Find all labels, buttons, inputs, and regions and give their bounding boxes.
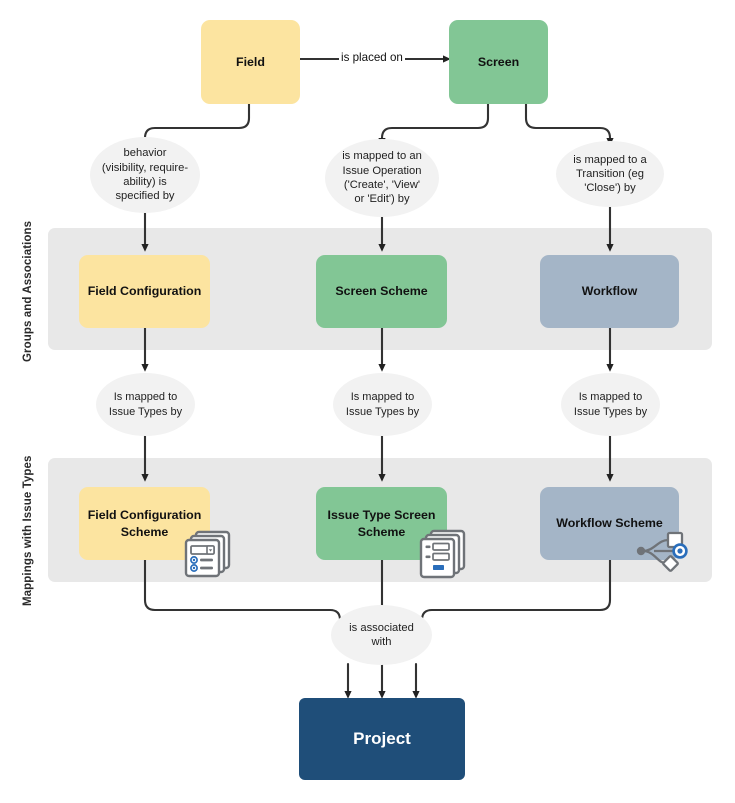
- ellipse-mapped-3-line-1: Is mapped to: [578, 391, 643, 404]
- ellipse-mapped-to-issue-types-3: Is mapped to Issue Types by: [561, 373, 660, 436]
- workflow-nodes-icon: [636, 531, 688, 572]
- edge-screen-to-issue-operation: [378, 101, 490, 146]
- node-field-configuration-scheme[interactable]: Field Configuration Scheme: [79, 487, 210, 560]
- edge-screen-to-transition: [524, 101, 614, 146]
- ellipse-issue-operation-line-4: or 'Edit') by: [354, 193, 410, 206]
- band-label-mappings-with-issue-types: Mappings with Issue Types: [22, 455, 34, 606]
- ellipse-mapped-2-line-1: Is mapped to: [350, 391, 415, 404]
- ellipse-behavior-line-2: (visibility, require-: [101, 161, 189, 174]
- stacked-screen-icon: [419, 529, 466, 579]
- ellipse-issue-operation-line-1: is mapped to an: [342, 150, 422, 163]
- ellipse-behavior-line-1: behavior: [123, 147, 167, 160]
- ellipse-is-associated-with: is associated with: [331, 605, 432, 665]
- ellipse-issue-operation: is mapped to an Issue Operation ('Create…: [325, 139, 439, 217]
- ellipse-mapped-3-line-2: Issue Types by: [573, 405, 648, 418]
- node-screen-scheme[interactable]: Screen Scheme: [316, 255, 447, 328]
- stacked-form-icon: [184, 530, 231, 578]
- ellipse-mapped-to-issue-types-1: Is mapped to Issue Types by: [96, 373, 195, 436]
- ellipse-behavior-line-4: specified by: [115, 190, 175, 203]
- ellipse-associated-line-1: is associated: [349, 621, 414, 634]
- ellipse-issue-operation-line-2: Issue Operation: [342, 164, 422, 177]
- ellipse-mapped-to-issue-types-2: Is mapped to Issue Types by: [333, 373, 432, 436]
- ellipse-transition-line-3: 'Close') by: [584, 182, 636, 195]
- edge-field-to-behavior: [141, 101, 251, 146]
- ellipse-associated-line-2: with: [371, 636, 392, 648]
- ellipse-issue-operation-line-3: ('Create', 'View': [343, 179, 421, 191]
- ellipse-mapped-1-line-1: Is mapped to: [113, 391, 178, 404]
- edge-workflow-scheme-to-associated: [420, 558, 612, 626]
- node-project[interactable]: Project: [299, 698, 465, 780]
- ellipse-transition-line-1: is mapped to a: [573, 153, 647, 166]
- ellipse-mapped-1-line-2: Issue Types by: [108, 405, 183, 418]
- ellipse-transition-line-2: Transition (eg: [576, 167, 644, 180]
- node-issue-type-screen-scheme[interactable]: Issue Type Screen Scheme: [316, 487, 447, 560]
- edge-label-is-placed-on: is placed on: [339, 51, 405, 64]
- band-label-groups-and-associations: Groups and Associations: [22, 220, 34, 362]
- node-field[interactable]: Field: [201, 20, 300, 104]
- ellipse-behavior-specified-by: behavior (visibility, require- ability) …: [90, 137, 200, 213]
- node-screen[interactable]: Screen: [449, 20, 548, 104]
- node-workflow-scheme[interactable]: Workflow Scheme: [540, 487, 679, 560]
- node-workflow[interactable]: Workflow: [540, 255, 679, 328]
- edge-field-configuration-scheme-to-associated: [143, 558, 342, 626]
- ellipse-mapped-2-line-2: Issue Types by: [345, 405, 420, 418]
- ellipse-transition: is mapped to a Transition (eg 'Close') b…: [556, 141, 664, 207]
- node-field-configuration[interactable]: Field Configuration: [79, 255, 210, 328]
- ellipse-behavior-line-3: ability) is: [123, 176, 167, 188]
